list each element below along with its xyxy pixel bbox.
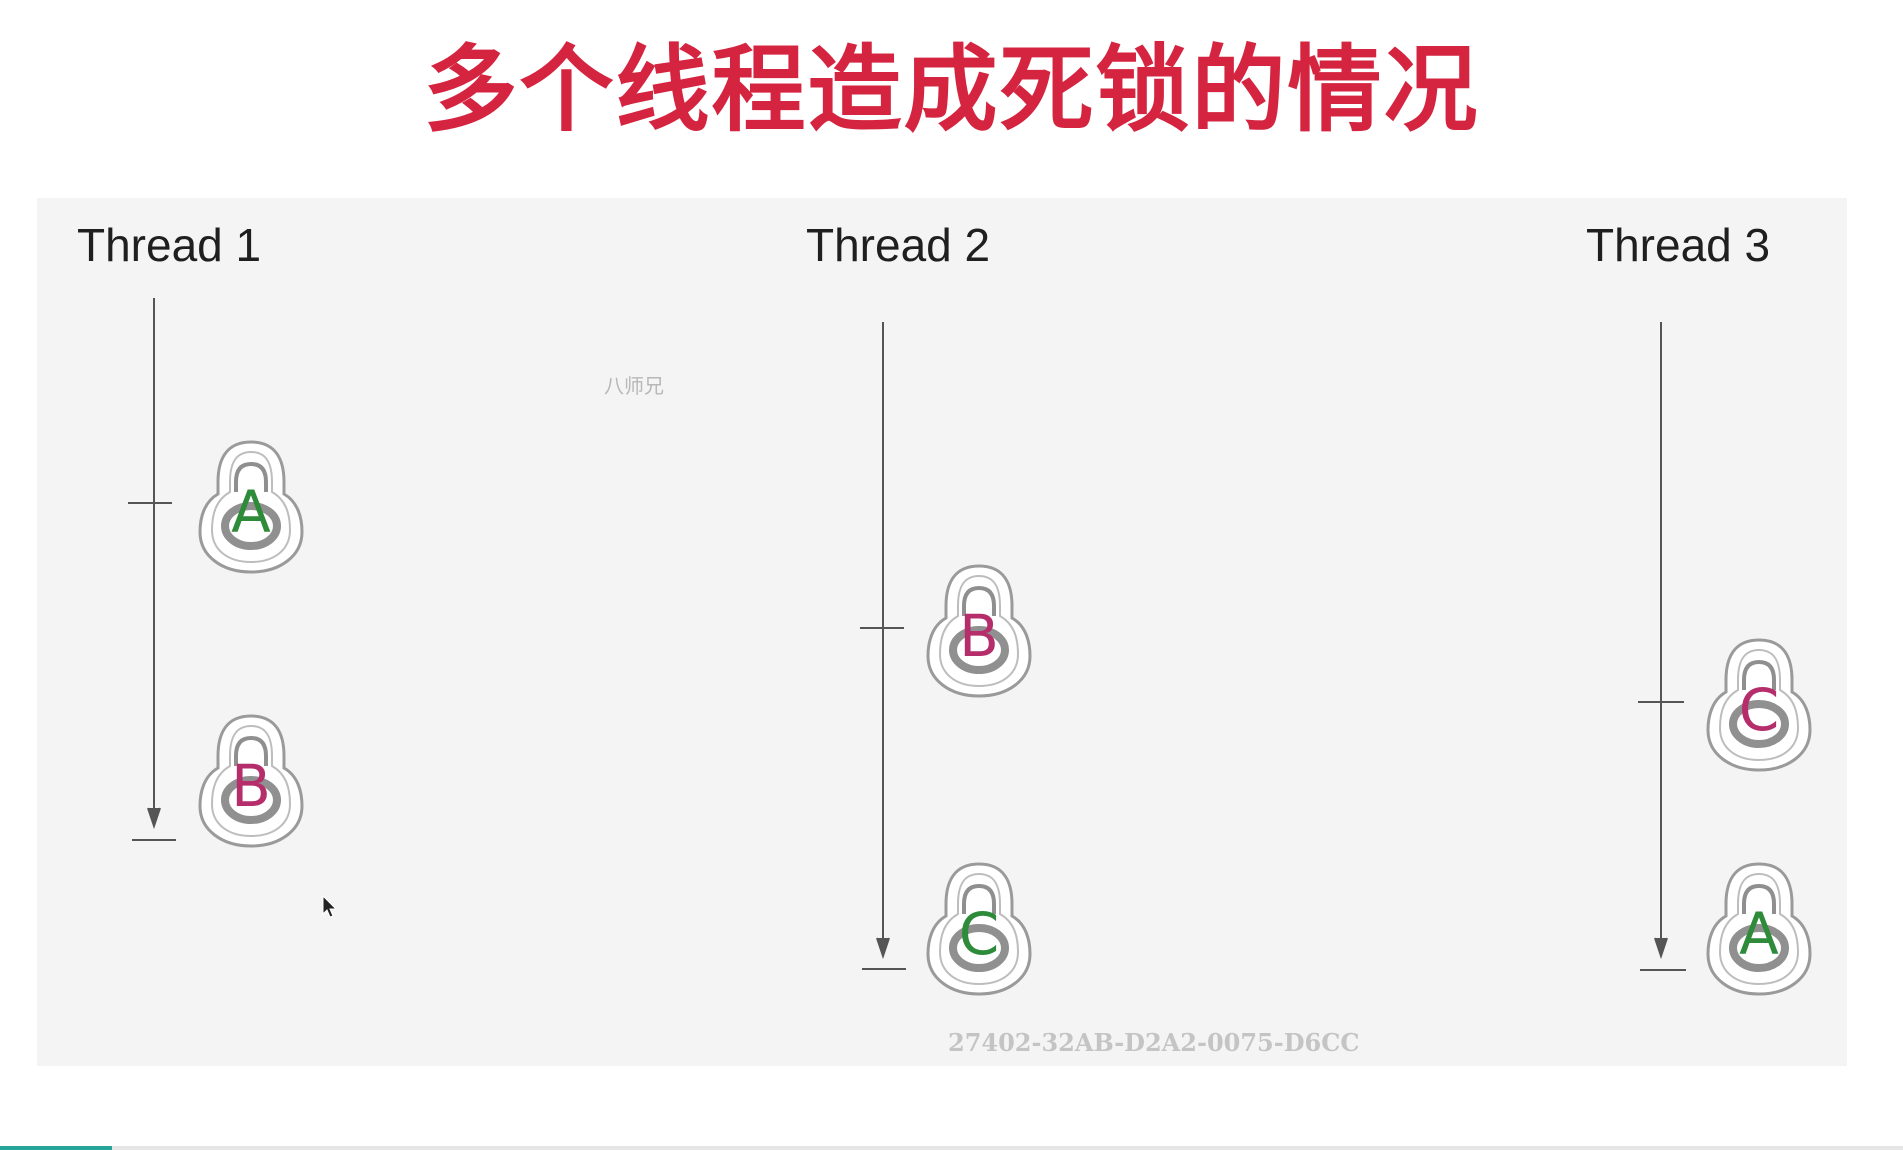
padlock-icon <box>1706 862 1812 996</box>
padlock-icon <box>198 714 304 848</box>
thread-1-arrowhead <box>147 807 161 830</box>
padlock-icon <box>926 564 1032 698</box>
lock-letter: A <box>1739 900 1779 968</box>
lock-c-thread-2: C <box>924 858 1034 998</box>
lock-letter: C <box>1738 676 1780 744</box>
lock-c-thread-3: C <box>1704 634 1814 774</box>
page-title: 多个线程造成死锁的情况 <box>423 36 1480 145</box>
padlock-icon <box>926 862 1032 996</box>
padlock-icon <box>198 440 304 574</box>
lock-letter: C <box>958 900 1000 968</box>
thread-3-arrowhead <box>1654 937 1668 960</box>
lock-letter: A <box>231 478 271 546</box>
lock-a-thread-3: A <box>1704 858 1814 998</box>
thread-2-label: Thread 2 <box>806 219 991 271</box>
lock-letter: B <box>959 602 999 670</box>
serial-watermark: 27402-32AB-D2A2-0075-D6CC <box>948 1028 1360 1057</box>
watermark-text: 八师兄 <box>604 374 664 398</box>
lock-letter: B <box>231 752 271 820</box>
thread-2-arrowhead <box>876 937 890 960</box>
lock-a-thread-1: A <box>196 436 306 576</box>
bottom-progress-fill <box>0 1146 112 1150</box>
bottom-progress-track <box>0 1146 1903 1150</box>
thread-3-label: Thread 3 <box>1586 219 1771 271</box>
padlock-icon <box>1706 638 1812 772</box>
thread-1-label: Thread 1 <box>77 219 262 271</box>
mouse-cursor-icon <box>322 895 338 918</box>
lock-b-thread-1: B <box>196 710 306 850</box>
lock-b-thread-2: B <box>924 560 1034 700</box>
